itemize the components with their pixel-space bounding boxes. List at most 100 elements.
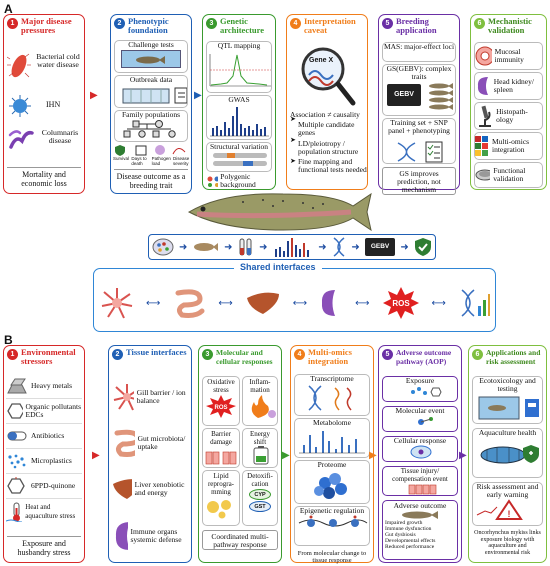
column-footer: Oncorhynchus mykiss links exposure biolo…	[474, 530, 541, 556]
lipid-box: Lipid reprogra- mming	[202, 470, 240, 526]
aop-outcome: Adverse outcome Impaired growth Immune d…	[382, 500, 458, 560]
column-title: Applications and risk assessment	[486, 348, 541, 366]
aop-molecular: Molecular event	[382, 406, 458, 432]
item-label: Aquaculture health	[478, 428, 537, 437]
microscope-icon	[479, 105, 491, 127]
gst-badge: GST	[249, 501, 271, 513]
fish-icon	[193, 243, 218, 251]
step-number: 2	[114, 18, 125, 29]
item-label: Family populations	[121, 110, 181, 119]
outcome-item: Immune dysfunction	[385, 526, 432, 533]
molecule-icon	[418, 417, 433, 426]
barrier-damage-box: Barrier damage	[202, 428, 240, 468]
trait-icons	[115, 144, 189, 156]
gs-box: GS(GEBV): complex traits GEBV	[382, 64, 456, 116]
item-label: Tissue injury/ compensation event	[392, 467, 448, 484]
ros-label: ROS	[214, 405, 227, 411]
magnifier-icon	[299, 45, 357, 107]
fish-tank-icon	[121, 50, 181, 69]
petri-dish-icon	[475, 169, 491, 181]
pipeline-arrow: ➜	[351, 241, 360, 253]
item-label: Transcriptome	[310, 374, 354, 383]
shield-check-icon	[415, 238, 432, 256]
column-footer: Coordinated multi- pathway response	[202, 530, 278, 550]
step-number: 6	[474, 18, 485, 29]
item-label: GS(GEBV): complex traits	[386, 64, 452, 82]
dna-bars-icon	[461, 289, 490, 317]
flow-arrow: ▶	[282, 450, 290, 461]
item-label: Antibiotics	[31, 430, 65, 440]
aop-tissue: Tissue injury/ compensation event	[382, 466, 458, 496]
item-label: Cellular response	[393, 436, 447, 445]
item-label: Oxidative stress	[207, 378, 235, 395]
tubes-icon	[239, 238, 252, 256]
item-label: Organic pollutants EDCs	[25, 401, 81, 419]
item-label: Mucosal immunity	[494, 46, 524, 64]
legend-severity: Disease severity	[172, 156, 190, 166]
item-label: QTL mapping	[217, 41, 261, 50]
item-label: 6PPD-quinone	[31, 480, 76, 490]
gill-icon	[101, 288, 133, 319]
rainbow-trout-image	[183, 188, 373, 234]
energy-shift-box: Energy shift	[242, 428, 278, 468]
multiomics-box: Multi-omics integration	[474, 132, 543, 160]
item-label: Adverse outcome	[393, 501, 447, 510]
caveat-list: Association ≠ causality Multiple candida…	[290, 110, 367, 174]
gwas-box: GWAS	[206, 95, 272, 140]
gut-icon	[175, 289, 205, 318]
qtl-box: QTL mapping	[206, 41, 272, 93]
ros-burst-icon: ROS	[206, 395, 236, 419]
column-footer: Disease outcome as a breeding trait	[114, 169, 188, 190]
nucleosome-icon	[298, 515, 368, 528]
step-number: 6	[472, 349, 483, 360]
kidney-box: Head kidney/ spleen	[474, 72, 543, 100]
liver-icon	[246, 292, 279, 314]
outcome-item: Reduced performance	[385, 544, 435, 551]
step-number: 5	[382, 18, 393, 29]
warning-icon: !	[476, 499, 523, 521]
inflammation-box: Inflam- mation	[242, 376, 278, 426]
step-number: 4	[294, 349, 305, 360]
aop-exposure: Exposure	[382, 376, 458, 402]
column-title: Mechanistic validation	[488, 16, 532, 35]
columnaris-bacteria-icon	[8, 127, 34, 151]
item-label: GWAS	[228, 95, 250, 104]
item-label: Outbreak data	[129, 75, 173, 84]
mucosa-icon	[475, 46, 492, 66]
disease-ihn: IHN	[46, 100, 61, 109]
dna-icon	[395, 141, 419, 163]
step-number: 1	[7, 18, 18, 29]
item-label: Structural variation	[209, 142, 269, 151]
item-label: Multi-omics integration	[492, 136, 530, 154]
item-label: Histopath- ology	[496, 106, 528, 124]
manhattan-plot-icon	[207, 104, 271, 138]
polygenic-box: Polygenic background	[206, 174, 272, 188]
column-title: Breeding application	[396, 16, 437, 35]
pipeline-arrow: ➜	[318, 241, 327, 253]
gut-icon	[114, 429, 135, 457]
virus-icon	[9, 95, 31, 117]
item-label: Microplastics	[31, 455, 72, 465]
panel-b-label: B	[4, 333, 13, 347]
item-label: Risk assessment and early warning	[476, 482, 539, 500]
item-label: Gill barrier / ion balance	[136, 387, 186, 405]
column-title: Molecular and cellular responses	[216, 348, 273, 366]
detox-box: Detoxifi- cation CYP GST	[242, 470, 278, 526]
aquarium-icon	[478, 396, 539, 420]
shared-interfaces-title: Shared interfaces	[234, 262, 322, 272]
pipeline-arrow: ➜	[400, 241, 409, 253]
chromosome-icon	[207, 151, 271, 169]
immune-row: Immune organs systemic defense	[112, 514, 190, 558]
pedigree-icon	[115, 119, 187, 139]
item-label: Detoxifi- cation	[247, 472, 273, 489]
item-label: Epigenetic regulation	[299, 506, 365, 515]
flow-arrow: ▶	[369, 450, 377, 461]
stressor-heat: Heat and aquaculture stress	[6, 499, 82, 524]
outcome-fish-icon	[385, 510, 455, 520]
